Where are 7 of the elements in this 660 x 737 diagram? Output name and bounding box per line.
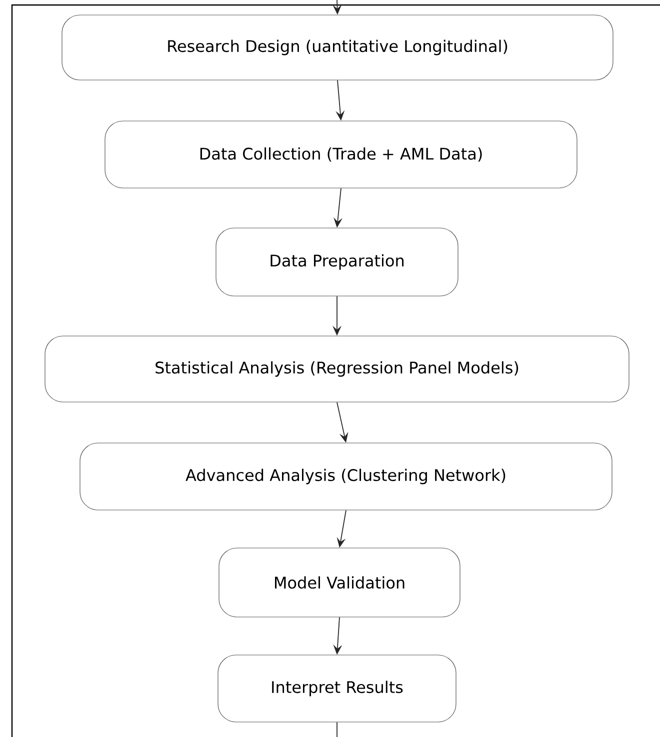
process-box: Interpret Results: [218, 654, 456, 722]
process-box: Model Validation: [218, 548, 460, 618]
process-box: Statistical Analysis (Regression Panel Models): [44, 336, 630, 402]
process-box: Advanced Analysis (Clustering Network): [80, 442, 612, 510]
process-box: Data Collection (Trade + AML Data): [104, 120, 578, 188]
process-box: Data Preparation: [216, 228, 458, 296]
process-box: Research Design (uantitative Longitudinal): [62, 14, 614, 80]
